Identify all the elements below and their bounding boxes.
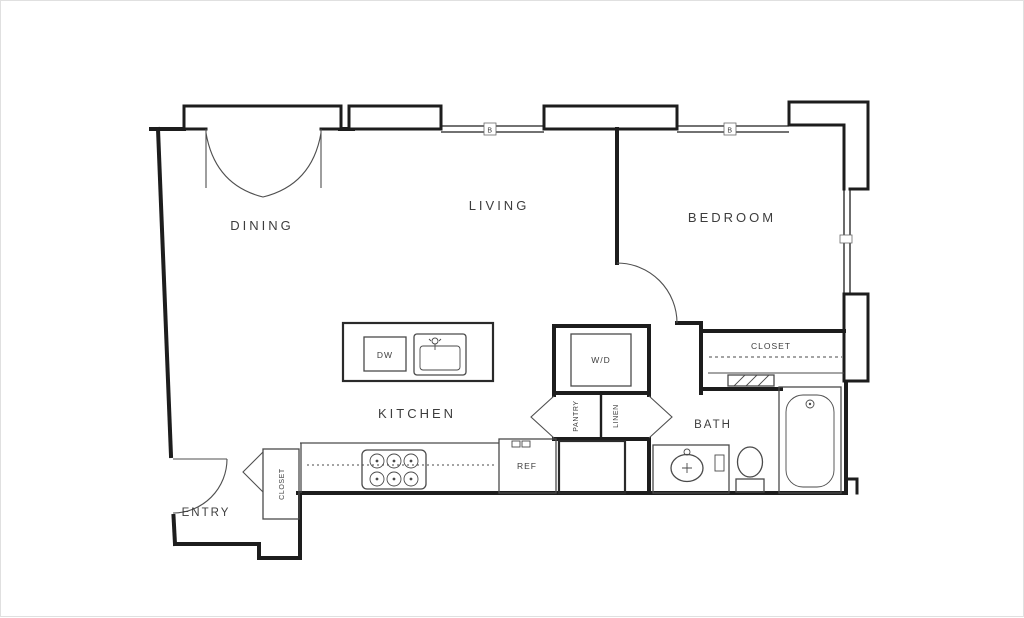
closet-bench [727,374,775,387]
window-tag-box-1 [483,122,497,136]
toilet-bowl [736,446,764,478]
french-door-swing-arcs [205,132,322,198]
refrigerator-handle [521,440,531,448]
refrigerator-handle [511,440,521,448]
dishwasher-label: DW [377,350,393,360]
burner [386,453,402,469]
bedroom-door [616,262,678,324]
toilet-tank [735,478,765,493]
burner [403,471,419,487]
refrigerator: REF [498,438,557,494]
dining-french-doors [205,129,322,198]
window-mullion-right [839,234,853,244]
window-tag-1: B [487,128,492,135]
bedroom-door-swing-arc [616,262,678,324]
interior-walls [552,127,846,495]
bathroom-sink [670,453,704,483]
window-tag-box-2 [723,122,737,136]
bedroom-closet: CLOSET [708,341,844,387]
burner-dot [392,477,396,481]
stove-outline [361,449,427,490]
window-bays [182,100,870,383]
burner-dot [375,477,379,481]
entry-closet: CLOSET [242,448,300,520]
bathtub-faucet-icon [805,399,815,409]
island-faucet-stem [428,338,442,350]
bedroom-closet-label: CLOSET [751,341,791,351]
bay-dining [182,104,343,131]
linen-door-chevron [648,395,673,439]
wall-entry-step [257,491,302,560]
kitchen-counter [300,442,499,493]
entry-label: ENTRY [182,507,231,519]
bathtub-drain [808,402,812,406]
closet-bench-hatch [733,374,770,387]
entry-door [172,458,228,514]
pantry-label: PANTRY [573,400,580,431]
burner-dot [409,459,413,463]
kitchen-island: DW [341,321,495,383]
bathroom-sink-drain [682,463,692,473]
washer-dryer-outline [570,333,632,387]
island-faucet-icon [431,337,439,345]
washer-dryer-label: W/D [591,355,611,365]
dishwasher-outline [363,336,407,372]
island-sink-basin [419,345,461,371]
wall-left-upper [155,126,174,459]
dining-label: DINING [230,218,294,233]
burner-dot [392,459,396,463]
linen-closet: LINEN [613,395,673,439]
bathroom-fixtures [652,386,842,494]
bedroom-label: BEDROOM [688,210,776,225]
burner-dot [375,459,379,463]
burner [403,453,419,469]
room-labels: DINING LIVING BEDROOM KITCHEN ENTRY BATH [182,198,776,519]
burner [369,471,385,487]
kitchen-label: KITCHEN [378,406,456,421]
entry-closet-label: CLOSET [279,468,286,500]
bay-living-left [347,104,443,131]
island-outline [341,321,495,383]
bath-label: BATH [694,419,732,431]
burner [386,471,402,487]
burner-dot [409,477,413,481]
burner [369,453,385,469]
wall-left-lower [171,513,178,547]
refrigerator-outline [498,438,557,494]
pier-top-right-outer [787,100,870,191]
pier-top-right-inner [787,123,846,191]
wall-bottom-right-notch [844,477,859,495]
entry-door-swing-arc [172,458,228,514]
towel-bar [714,454,725,472]
entry-closet-door-chevron [242,451,264,493]
windows: B B [441,122,853,294]
pantry-closet: PANTRY [530,395,580,439]
base-cabinet [557,439,627,495]
bathtub-basin [785,394,835,488]
pantry-door-chevron [530,395,555,439]
washer-dryer-closet: W/D [570,333,632,387]
vanity-outline [652,444,730,494]
bay-living-right [542,104,679,131]
window-tag-2: B [727,128,732,135]
entry-closet-box [262,448,300,520]
linen-label: LINEN [613,404,620,428]
island-sink [413,333,467,376]
base-cabinet-outline [557,439,627,495]
stove [361,449,427,490]
bay-closet-right [842,292,870,383]
living-label: LIVING [469,198,530,213]
bathtub-outline [778,386,842,494]
bathroom-faucet-icon [683,448,691,456]
refrigerator-label: REF [517,461,537,471]
